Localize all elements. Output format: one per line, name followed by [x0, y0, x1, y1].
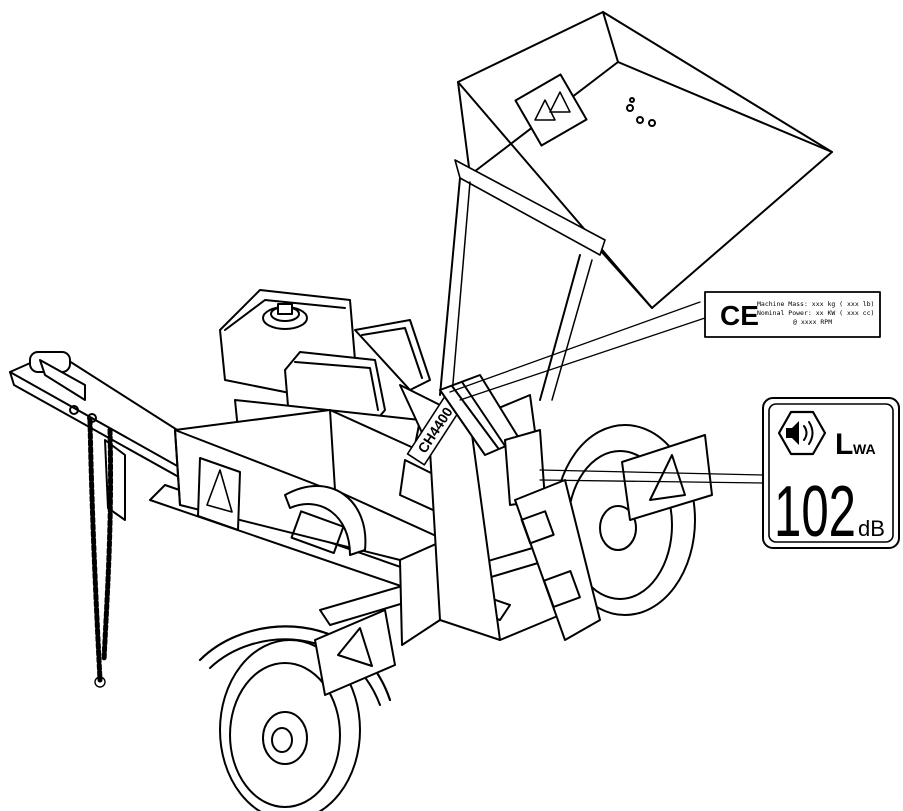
noise-label: L WA 102 dB	[762, 397, 900, 552]
noise-value: 102	[774, 472, 856, 552]
noise-symbol-subscript: WA	[853, 441, 876, 457]
chipper-housing	[174, 409, 466, 646]
ce-mark: CE	[720, 300, 759, 331]
safety-chain	[87, 417, 114, 688]
housing-warning-decal	[197, 457, 241, 531]
ce-label: CE Machine Mass: xxx kg ( xxx lb) Nomina…	[704, 291, 881, 338]
noise-unit: dB	[858, 516, 885, 541]
hopper-warning-decal	[514, 73, 588, 147]
fender-left	[314, 609, 396, 696]
fender-right	[621, 434, 713, 521]
ce-line-rpm: @ xxxx RPM	[793, 318, 832, 326]
ce-line-power: Nominal Power: xx KW ( xxx cc)	[757, 309, 874, 317]
ce-line-mass: Machine Mass: xxx kg ( xxx lb)	[757, 300, 874, 308]
fuel-cap	[262, 303, 308, 330]
feed-hopper	[439, 11, 833, 401]
speaker-icon	[777, 410, 827, 456]
discharge-tower: CH4400	[399, 374, 601, 641]
leader-lines	[449, 301, 764, 484]
noise-symbol: L	[835, 428, 853, 461]
